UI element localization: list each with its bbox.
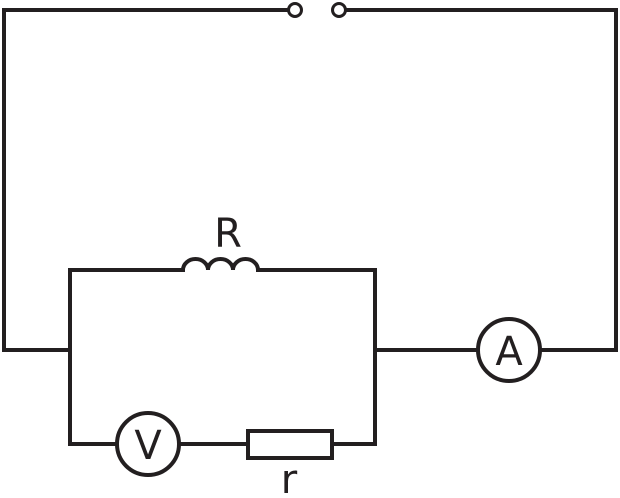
resistor-label: r — [281, 457, 298, 498]
inductor-coil-icon — [181, 257, 260, 272]
ammeter-label: A — [495, 329, 523, 375]
switch-terminal-right-icon — [331, 2, 347, 18]
outer-wire-right — [344, 8, 618, 352]
switch-terminal-left-icon — [287, 2, 303, 18]
outer-wire-left — [2, 8, 291, 352]
voltmeter-label: V — [134, 423, 162, 469]
voltmeter-icon — [115, 411, 181, 477]
ammeter-icon — [476, 317, 542, 383]
resistor-icon — [246, 429, 334, 460]
inductor-label: R — [214, 211, 242, 257]
